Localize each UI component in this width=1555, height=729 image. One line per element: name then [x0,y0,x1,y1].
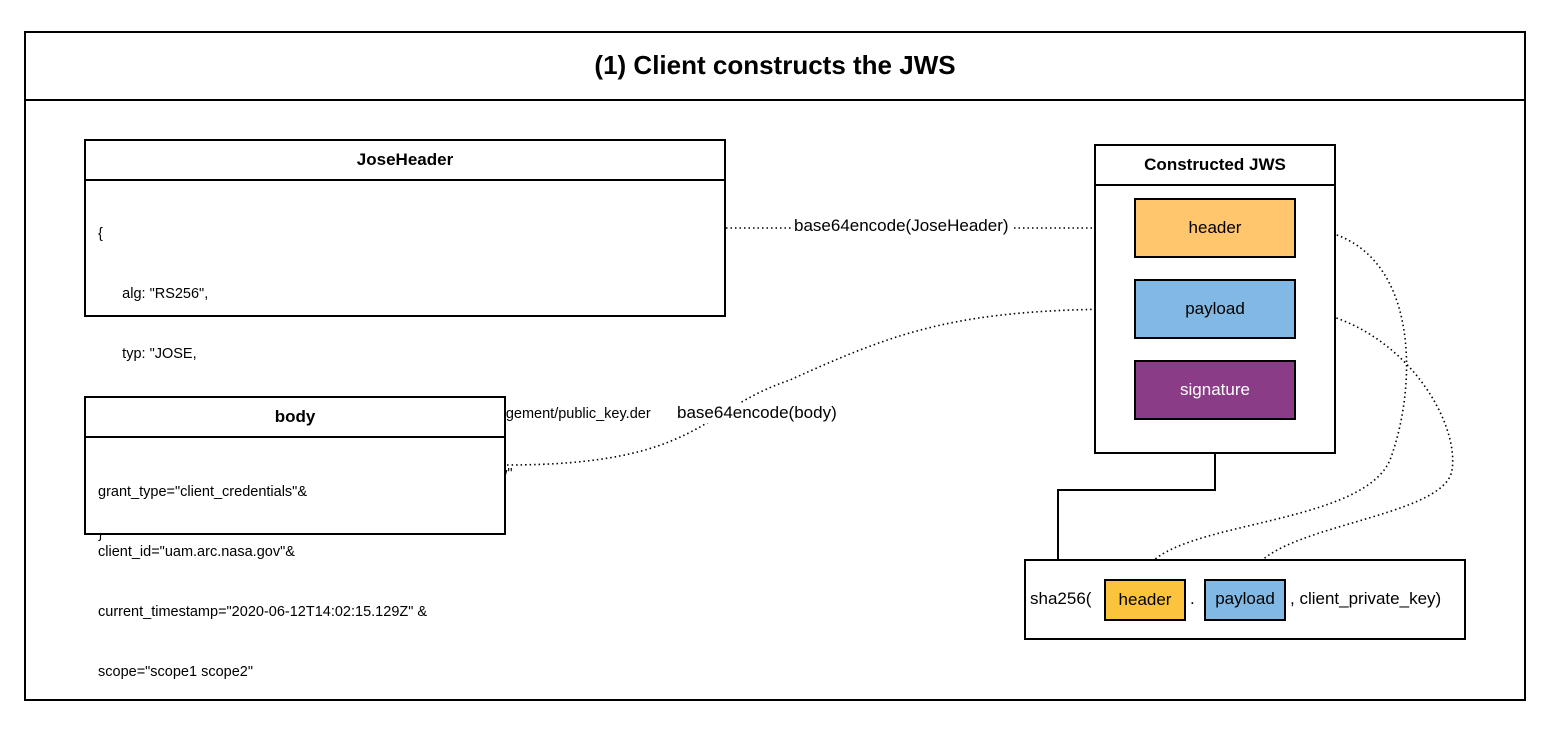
body-line: client_id="uam.arc.nasa.gov"& [98,544,295,560]
edge-sha-to-signature [1057,421,1220,560]
body-content: grant_type="client_credentials"& client_… [98,442,498,722]
body-line: scope="scope1 scope2" [98,664,253,680]
edge-payload-to-sha-payload [1247,308,1454,580]
edge-label-body-encode: base64encode(body) [675,403,839,423]
title-bar [24,31,1526,101]
sha256-prefix: sha256( [1030,589,1092,608]
jose-header-box: JoseHeader { alg: "RS256", typ: "JOSE, x… [84,139,726,542]
jws-payload-segment: payload [1134,279,1296,339]
sha-header-segment: header [1104,579,1186,621]
sha256-suffix: , client_private_key) [1290,589,1442,608]
sha-payload-segment: payload [1204,579,1286,621]
jose-header-heading: JoseHeader [86,141,724,181]
body-box: body grant_type="client_credentials"& cl… [84,396,506,680]
diagram-title: (1) Client constructs the JWS [594,49,956,80]
body-line: current_timestamp="2020-06-12T14:02:15.1… [98,604,428,620]
diagram-frame [24,31,1526,701]
body-line: grant_type="client_credentials"& [98,484,307,500]
jose-header-line: alg: "RS256", [98,286,209,302]
jws-header-segment: header [1134,198,1296,258]
edge-label-header-encode: base64encode(JoseHeader) [792,216,1011,236]
edge-body-to-payload [506,304,1132,466]
body-heading: body [86,398,504,438]
jose-header-line: typ: "JOSE, [98,346,197,362]
sha-separator: . [1190,589,1195,608]
jws-signature-segment: signature [1134,360,1296,420]
constructed-jws-heading: Constructed JWS [1096,146,1334,186]
jose-header-line: { [98,226,103,242]
edge-header-to-sha-header [1139,227,1408,580]
